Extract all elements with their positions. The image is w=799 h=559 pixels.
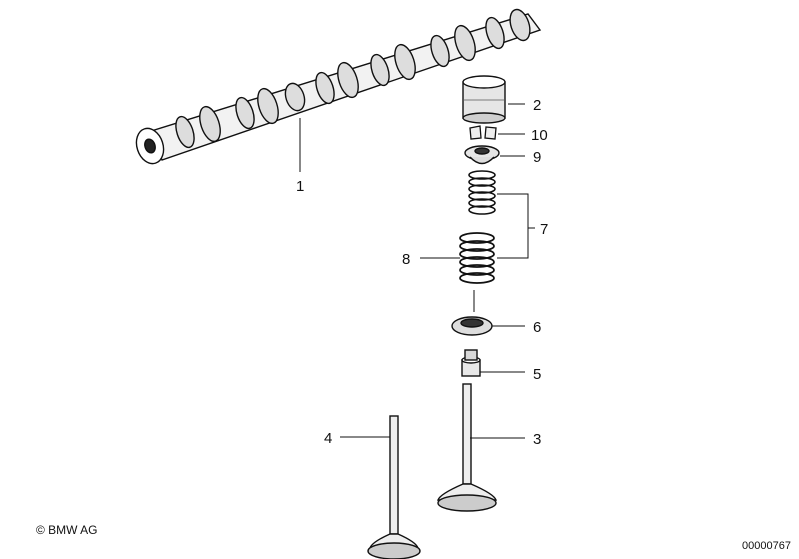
intake-valve[interactable] [367, 415, 421, 559]
callout-8: 8 [402, 251, 410, 268]
callout-6: 6 [533, 319, 541, 336]
spring-seat[interactable] [451, 316, 493, 336]
exhaust-valve[interactable] [437, 383, 497, 512]
outer-valve-spring[interactable] [459, 232, 495, 284]
spring-retainer[interactable] [464, 145, 500, 165]
callout-4: 4 [324, 430, 332, 447]
valve-keepers[interactable] [469, 125, 497, 140]
callout-9: 9 [533, 149, 541, 166]
camshaft[interactable] [132, 7, 542, 167]
leader-lines [299, 103, 535, 439]
valve-stem-seal[interactable] [461, 349, 481, 377]
callout-1: 1 [296, 178, 304, 195]
bucket-tappet[interactable] [462, 75, 506, 124]
callout-5: 5 [533, 366, 541, 383]
inner-valve-spring[interactable] [468, 170, 496, 215]
diagram-number: 00000767 [742, 540, 791, 552]
copyright-label: © BMW AG [36, 523, 98, 537]
callout-2: 2 [533, 97, 541, 114]
callout-7: 7 [540, 221, 548, 238]
callout-3: 3 [533, 431, 541, 448]
callout-10: 10 [531, 127, 548, 144]
